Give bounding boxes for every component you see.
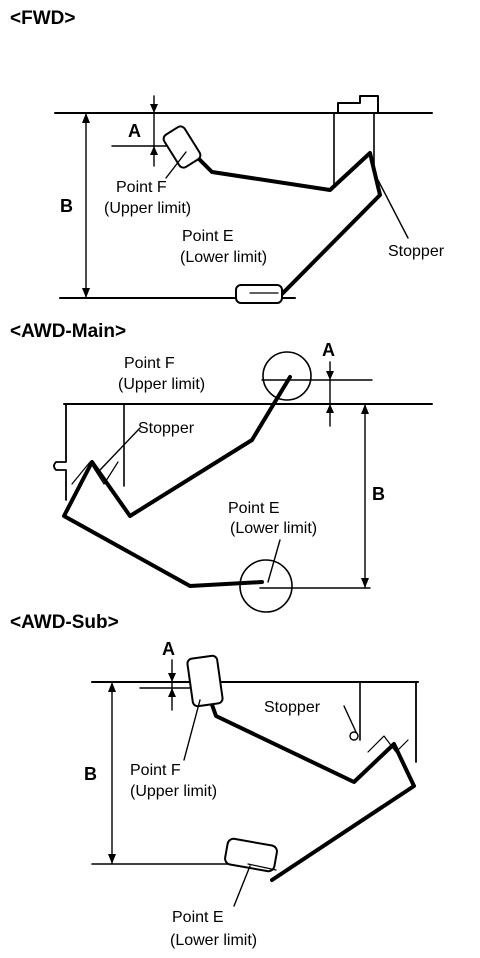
fwd-dim-a-arrow-top xyxy=(150,104,158,113)
awd-sub-point-e-line1: Point E xyxy=(172,909,224,926)
awd-sub-dim-a-arrow-bottom xyxy=(168,688,176,697)
awd-sub-upper-float xyxy=(186,654,224,708)
awd-sub-dim-b-label: B xyxy=(84,764,97,784)
fwd-point-f-line1: Point F xyxy=(116,179,167,196)
awd-sub-point-f-leader xyxy=(183,699,201,761)
awd-main-point-e-line2: (Lower limit) xyxy=(230,520,317,537)
awd-main-point-f-line2: (Upper limit) xyxy=(118,376,205,393)
awd-main-dim-a-arrow-bottom xyxy=(326,404,334,413)
awd-main-dim-a-label: A xyxy=(322,340,335,360)
fwd-top-fitting xyxy=(337,95,379,114)
awd-main-stopper-mark xyxy=(71,461,119,485)
awd-sub-stopper-leader xyxy=(343,705,357,733)
awd-main-dim-b-arrow-top xyxy=(361,404,369,414)
fwd-float-arm-inner xyxy=(187,147,381,297)
awd-main-stopper-leader xyxy=(99,427,141,471)
fwd-dim-b-arrow-top xyxy=(82,113,90,123)
awd-main-dim-a-arrow-top xyxy=(326,371,334,380)
awd-main-point-e-leader xyxy=(267,539,281,583)
awd-sub-section: <AWD-Sub> B A Stopper Point F xyxy=(10,612,419,949)
awd-sub-point-f-line1: Point F xyxy=(130,762,181,779)
awd-sub-lower-float-detail xyxy=(247,863,277,871)
awd-main-point-f-line1: Point F xyxy=(124,355,175,372)
awd-sub-float-arm-inner xyxy=(203,681,415,881)
fwd-section: <FWD> B A Point F (Upper limit) Po xyxy=(10,8,445,304)
fwd-header: <FWD> xyxy=(10,8,75,29)
awd-main-point-e-line1: Point E xyxy=(228,500,280,517)
awd-main-dim-b-arrow-bottom xyxy=(361,578,369,588)
awd-sub-header: <AWD-Sub> xyxy=(10,612,119,633)
awd-sub-stopper-mark xyxy=(367,735,409,753)
awd-main-header: <AWD-Main> xyxy=(10,321,126,342)
awd-main-point-f-circle xyxy=(262,351,312,401)
awd-sub-point-f-line2: (Upper limit) xyxy=(130,783,217,800)
awd-main-point-e-circle xyxy=(239,559,293,613)
fwd-dim-a-arrow-bottom xyxy=(150,146,158,155)
awd-main-float-arm-inner xyxy=(63,376,291,587)
awd-sub-dim-b-arrow-bottom xyxy=(108,854,116,864)
fwd-point-e-line2: (Lower limit) xyxy=(180,249,267,266)
awd-main-dim-b-label: B xyxy=(372,484,385,504)
awd-sub-bracket-hole xyxy=(349,731,359,741)
awd-sub-stopper-label: Stopper xyxy=(264,699,321,716)
fwd-point-e-line1: Point E xyxy=(182,228,234,245)
awd-sub-point-e-leader xyxy=(233,865,251,907)
fwd-dim-a-label: A xyxy=(128,121,141,141)
fwd-stopper-leader xyxy=(377,179,409,239)
fwd-point-f-leader xyxy=(165,151,187,179)
fwd-dim-b-arrow-bottom xyxy=(82,288,90,298)
awd-sub-dim-a-label: A xyxy=(162,639,175,659)
awd-sub-dim-a-arrow-top xyxy=(168,673,176,682)
fwd-dim-b-label: B xyxy=(60,196,73,216)
fwd-upper-float xyxy=(162,125,202,169)
fwd-stopper-label: Stopper xyxy=(388,243,445,260)
fwd-lower-float xyxy=(235,284,283,304)
awd-sub-dim-b-arrow-top xyxy=(108,682,116,692)
awd-sub-lower-float xyxy=(224,837,278,873)
awd-main-left-bracket xyxy=(53,403,67,501)
awd-sub-point-e-line2: (Lower limit) xyxy=(170,932,257,949)
awd-main-stopper-label: Stopper xyxy=(138,420,195,437)
fwd-point-f-line2: (Upper limit) xyxy=(104,200,191,217)
awd-main-section: <AWD-Main> B A Point F (Upper limit) Sto… xyxy=(10,321,433,613)
awd-main-float-arm xyxy=(62,375,292,588)
